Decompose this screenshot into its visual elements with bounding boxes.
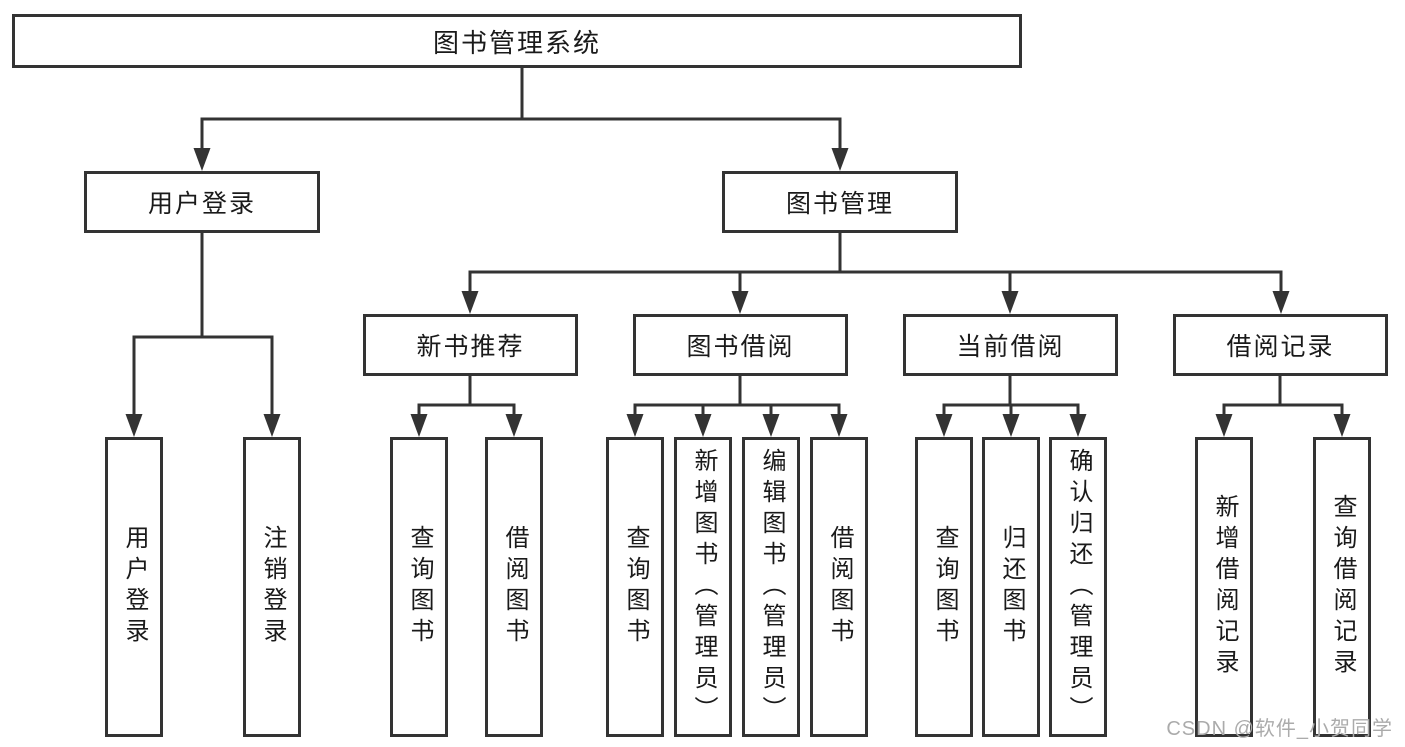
node-label: 用户登录: [121, 525, 148, 649]
node-current-borrowing: 当前借阅: [903, 314, 1118, 376]
leaf-return-book: 归还图书: [982, 437, 1040, 737]
node-label: 图书借阅: [686, 333, 795, 361]
leaf-query-borrow-record: 查询借阅记录: [1313, 437, 1371, 737]
node-book-borrowing: 图书借阅: [633, 314, 848, 376]
node-library-management-system: 图书管理系统: [12, 14, 1022, 68]
node-label: 图书管理: [785, 190, 894, 218]
node-new-book-recommend: 新书推荐: [363, 314, 578, 376]
node-label: 当前借阅: [956, 333, 1065, 361]
node-book-management: 图书管理: [722, 171, 958, 233]
node-label: 图书管理系统: [432, 27, 601, 58]
node-label: 查询图书: [622, 525, 649, 649]
node-label: 新增图书（管理员）: [690, 447, 717, 727]
node-label: 借阅图书: [826, 525, 853, 649]
node-label: 借阅图书: [501, 525, 528, 649]
leaf-add-borrow-record: 新增借阅记录: [1195, 437, 1253, 737]
node-label: 新增借阅记录: [1211, 494, 1238, 680]
leaf-logout: 注销登录: [243, 437, 301, 737]
node-borrow-records: 借阅记录: [1173, 314, 1388, 376]
node-label: 注销登录: [259, 525, 286, 649]
csdn-watermark: CSDN @软件_小贺同学: [1166, 718, 1393, 740]
node-label: 归还图书: [998, 525, 1025, 649]
node-label: 借阅记录: [1226, 333, 1335, 361]
node-user-login: 用户登录: [84, 171, 320, 233]
leaf-query-book-recommend: 查询图书: [390, 437, 448, 737]
leaf-query-book-current: 查询图书: [915, 437, 973, 737]
node-label: 用户登录: [147, 190, 256, 218]
leaf-add-book-admin: 新增图书（管理员）: [674, 437, 732, 737]
leaf-edit-book-admin: 编辑图书（管理员）: [742, 437, 800, 737]
leaf-borrow-book-recommend: 借阅图书: [485, 437, 543, 737]
node-label: 查询图书: [406, 525, 433, 649]
leaf-borrow-book-borrowing: 借阅图书: [810, 437, 868, 737]
node-label: 查询借阅记录: [1329, 494, 1356, 680]
node-label: 查询图书: [931, 525, 958, 649]
node-label: 确认归还（管理员）: [1065, 447, 1092, 727]
leaf-user-login: 用户登录: [105, 437, 163, 737]
node-label: 新书推荐: [416, 333, 525, 361]
node-label: 编辑图书（管理员）: [758, 447, 785, 727]
leaf-confirm-return-admin: 确认归还（管理员）: [1049, 437, 1107, 737]
leaf-query-book-borrowing: 查询图书: [606, 437, 664, 737]
